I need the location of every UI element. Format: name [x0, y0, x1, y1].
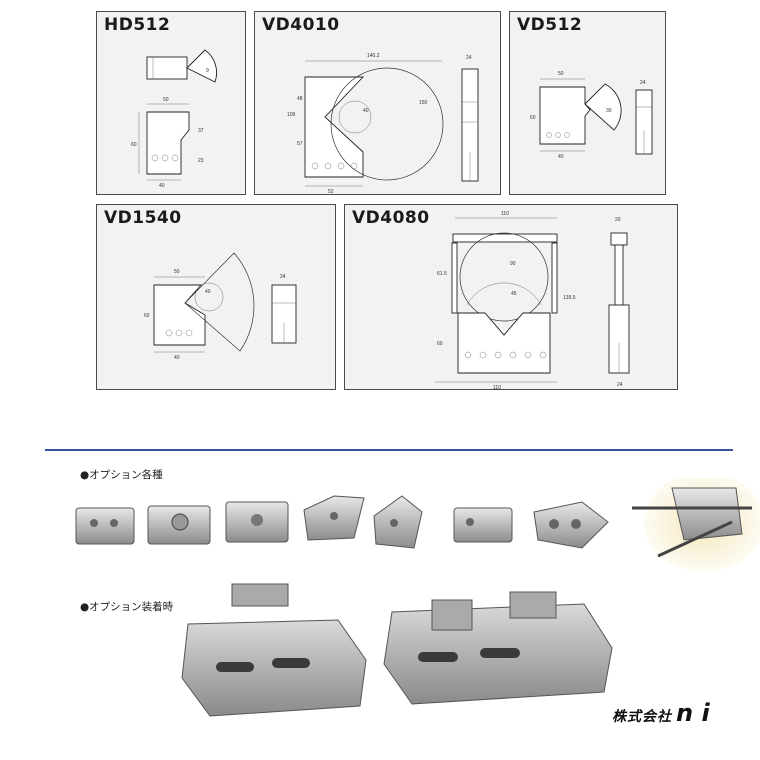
option-part-7	[533, 501, 609, 549]
option-part-8	[632, 478, 760, 572]
mounted-caption: ●オプション装着時	[80, 601, 174, 613]
vd512-drawing: 50 30 40 60 24	[530, 71, 653, 160]
svg-text:37: 37	[198, 128, 204, 134]
option-part-4	[303, 495, 365, 541]
svg-text:110: 110	[493, 385, 501, 391]
svg-text:50: 50	[163, 97, 169, 103]
svg-text:9: 9	[206, 68, 209, 74]
svg-text:60: 60	[530, 115, 536, 121]
hd512-drawing: 9 50 40 60 37 23	[131, 49, 218, 189]
svg-text:48: 48	[297, 96, 303, 102]
options-caption: ●オプション各種	[80, 469, 163, 481]
svg-text:90: 90	[510, 261, 516, 267]
svg-text:24: 24	[280, 274, 286, 280]
option-part-1	[75, 507, 135, 545]
vd4010-drawing: 140.2 150 40 52 109 48 57 24	[287, 53, 479, 195]
svg-text:60: 60	[144, 313, 150, 319]
mounted-vise-left	[181, 583, 367, 717]
svg-text:140.2: 140.2	[367, 53, 380, 59]
panel-title: VD1540	[104, 208, 182, 228]
vd4080-drawing: 110 90 45 110 61.5 60 139.5 20 24	[435, 211, 630, 391]
panel-title: VD4080	[352, 208, 430, 228]
mounted-vise-photos	[181, 583, 613, 717]
panel-title: VD512	[517, 15, 583, 35]
svg-text:50: 50	[174, 269, 180, 275]
vd1540-drawing: 50 40 40 60 24	[144, 252, 297, 361]
svg-text:60: 60	[437, 341, 443, 347]
panel-vd1540: VD1540 50 40 40 60 24	[96, 204, 336, 390]
option-parts-photos	[75, 478, 760, 572]
mounted-vise-right	[383, 591, 613, 705]
option-part-3	[225, 501, 289, 543]
svg-text:45: 45	[511, 291, 517, 297]
svg-text:40: 40	[363, 108, 369, 114]
svg-text:150: 150	[419, 100, 428, 106]
svg-text:20: 20	[615, 217, 621, 223]
svg-text:30: 30	[606, 108, 612, 114]
svg-text:139.5: 139.5	[563, 295, 576, 301]
panel-vd512: VD512 50 30 40 60 24	[509, 11, 666, 195]
company-name: 株式会社	[612, 709, 672, 725]
svg-text:110: 110	[501, 211, 509, 217]
svg-text:24: 24	[640, 80, 646, 86]
option-part-2	[147, 505, 211, 545]
panel-title: HD512	[104, 15, 171, 35]
company-logo: n i	[676, 699, 710, 727]
panel-title: VD4010	[262, 15, 340, 35]
svg-text:40: 40	[205, 289, 211, 295]
option-part-6	[453, 507, 513, 543]
panel-vd4080: VD4080 110 90 45 110 61.5 60 139.5 20 24	[344, 204, 678, 391]
svg-text:23: 23	[198, 158, 204, 164]
panel-hd512: HD512 9 50 40 60 37 23	[96, 11, 246, 195]
panel-vd4010: VD4010 140.2 150 40 52 109 48 57 24	[254, 11, 501, 195]
svg-text:40: 40	[159, 183, 165, 189]
svg-text:24: 24	[466, 55, 472, 61]
svg-text:40: 40	[558, 154, 564, 160]
svg-text:109: 109	[287, 112, 296, 118]
section-divider	[45, 449, 733, 451]
svg-text:61.5: 61.5	[437, 271, 447, 277]
option-part-5	[373, 495, 423, 549]
svg-text:50: 50	[558, 71, 564, 77]
svg-text:57: 57	[297, 141, 303, 147]
svg-text:60: 60	[131, 142, 137, 148]
svg-text:24: 24	[617, 382, 623, 388]
svg-text:52: 52	[328, 189, 334, 195]
svg-text:40: 40	[174, 355, 180, 361]
